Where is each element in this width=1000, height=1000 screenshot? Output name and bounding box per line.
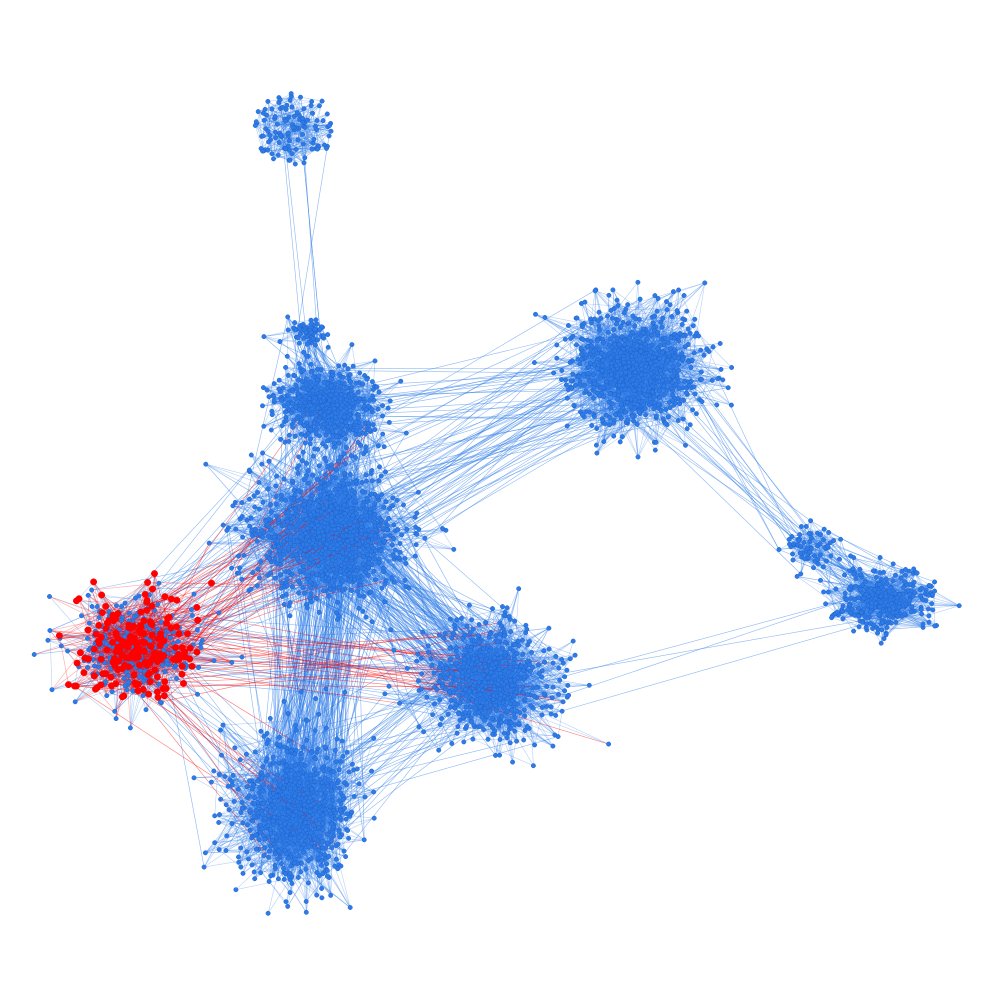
graph-edge xyxy=(296,127,306,158)
graph-edge xyxy=(303,101,312,163)
graph-edge xyxy=(262,114,267,137)
graph-edge xyxy=(288,113,328,161)
graph-edge xyxy=(267,101,273,154)
graph-edge xyxy=(263,120,318,137)
graph-edge xyxy=(304,101,323,158)
graph-edge xyxy=(285,112,298,149)
graph-edge xyxy=(267,96,301,102)
graph-edge xyxy=(288,139,299,161)
graph-edge xyxy=(279,142,313,150)
graph-edge xyxy=(291,97,301,154)
graph-edge xyxy=(263,336,280,342)
graph-edge xyxy=(288,142,314,161)
graph-edge xyxy=(266,363,300,391)
graph-edge xyxy=(288,135,297,150)
graph-edge xyxy=(261,130,332,137)
graph-edge xyxy=(289,120,318,161)
graph-edge xyxy=(262,150,305,164)
graph-edge xyxy=(267,101,328,147)
graph-edge xyxy=(277,127,294,156)
graph-edge xyxy=(263,120,290,161)
graph-edge xyxy=(255,120,286,126)
graph-edge xyxy=(284,123,331,149)
graph-edge xyxy=(266,114,296,165)
graph-edge xyxy=(305,123,331,128)
graph-edge xyxy=(269,134,319,147)
graph-edge xyxy=(265,109,330,126)
graph-edge xyxy=(286,105,312,110)
graph-edge xyxy=(289,100,296,165)
graph-edge xyxy=(271,140,290,154)
graph-edge xyxy=(304,101,312,158)
graph-edge xyxy=(288,116,296,165)
graph-edge xyxy=(288,127,294,161)
graph-edge xyxy=(294,319,312,323)
graph-edge xyxy=(273,135,281,159)
graph-edge xyxy=(294,105,320,128)
graph-edge xyxy=(348,375,379,410)
graph-edge xyxy=(289,142,313,151)
graph-edge xyxy=(271,127,297,154)
graph-edge xyxy=(294,127,318,150)
graph-edge xyxy=(277,124,293,126)
graph-edge xyxy=(289,125,330,161)
graph-edge xyxy=(285,96,301,110)
graph-edge xyxy=(257,111,265,151)
graph-edge xyxy=(303,113,313,145)
graph-edge xyxy=(278,97,312,102)
graph-edge xyxy=(267,136,283,151)
graph-edge xyxy=(266,114,305,163)
graph-edge xyxy=(293,129,305,163)
graph-edge xyxy=(264,120,332,132)
graph-edge xyxy=(285,105,320,122)
graph-edge xyxy=(260,99,281,149)
graph-edge xyxy=(263,383,307,388)
graph-edge xyxy=(291,148,327,154)
graph-edge xyxy=(291,148,313,154)
graph-edge xyxy=(274,108,305,119)
graph-edge xyxy=(289,140,328,147)
graph-edge xyxy=(258,111,319,147)
graph-edge xyxy=(255,108,281,126)
graph-edge xyxy=(267,101,303,123)
graph-edge xyxy=(263,330,307,337)
graph-edge xyxy=(262,127,297,152)
graph-edge xyxy=(263,329,297,337)
graph-edge xyxy=(297,105,320,113)
graph-edge xyxy=(263,123,331,152)
graph-edge xyxy=(271,96,292,110)
graph-edge xyxy=(316,129,319,146)
graph-edge xyxy=(271,153,290,161)
graph-edge xyxy=(353,380,402,431)
graph-edge xyxy=(310,105,316,127)
graph-edge xyxy=(266,114,289,118)
graph-edge xyxy=(263,329,305,337)
graph-edge xyxy=(264,109,290,161)
graph-edge xyxy=(303,113,313,163)
